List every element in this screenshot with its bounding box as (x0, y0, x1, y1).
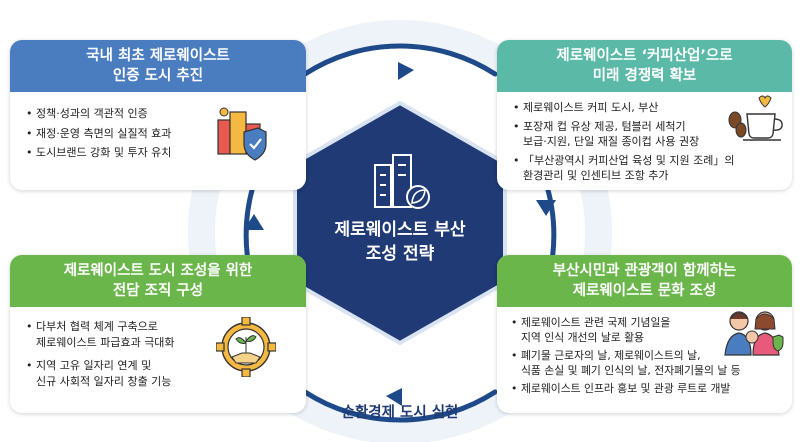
card-title-line2: 전담 조직 구성 (112, 283, 204, 299)
card-coffee-industry: 제로웨이스트 ‘커피산업’으로 미래 경쟁력 확보 제로웨이스트 커피 도시, … (497, 40, 792, 190)
card-header: 제로웨이스트 ‘커피산업’으로 미래 경쟁력 확보 (497, 40, 792, 92)
card-body: 제로웨이스트 커피 도시, 부산 포장재 컵 유상 제공, 텀블러 세척기 보급… (497, 92, 792, 184)
right-arrowhead (536, 200, 556, 216)
center-title: 제로웨이스트 부산 조성 전략 (300, 218, 500, 266)
left-arrowhead (244, 214, 264, 230)
arrowheads (244, 62, 556, 406)
list-item: 포장재 컵 유상 제공, 텀블러 세척기 보급·지원, 단일 재질 종이컵 사용… (513, 119, 784, 150)
card-title-line1: 부산시민과 관광객이 함께하는 (552, 263, 737, 279)
top-arrowhead (398, 62, 414, 80)
card-certification: 국내 최초 제로웨이스트 인증 도시 추진 정책·성과의 객관적 인증 재정·운… (10, 40, 306, 190)
list-item: 재정·운영 측면의 실질적 효과 (26, 126, 296, 142)
bullet-list: 제로웨이스트 커피 도시, 부산 포장재 컵 유상 제공, 텀블러 세척기 보급… (513, 100, 784, 184)
card-title-line2: 미래 경쟁력 확보 (592, 68, 697, 84)
card-title-line2: 인증 도시 추진 (112, 68, 204, 84)
card-title-line2: 제로웨이스트 문화 조성 (572, 283, 717, 299)
bullet-list: 다부처 협력 체계 구축으로 제로웨이스트 파급효과 극대화 지역 고유 일자리… (26, 319, 296, 389)
bottom-arc (302, 389, 498, 423)
card-body: 다부처 협력 체계 구축으로 제로웨이스트 파급효과 극대화 지역 고유 일자리… (10, 307, 306, 389)
center-title-line1: 제로웨이스트 부산 (334, 220, 466, 240)
list-item: 지역 고유 일자리 연계 및 신규 사회적 일자리 창출 기능 (26, 358, 296, 389)
cycle-caption: 순환경제 도시 실현 (341, 405, 459, 421)
list-item: 제로웨이스트 관련 국제 기념일을 지역 인식 개선의 날로 활용 (511, 315, 784, 345)
card-title-line1: 국내 최초 제로웨이스트 (86, 48, 230, 64)
card-title-line1: 제로웨이스트 ‘커피산업’으로 (556, 48, 733, 64)
bottom-arrowhead (386, 388, 402, 406)
center-title-line2: 조성 전략 (365, 244, 435, 264)
list-item: 제로웨이스트 인프라 홍보 및 관광 루트로 개발 (511, 381, 784, 396)
gear-handshake-icon (216, 317, 276, 377)
list-item: 「부산광역시 커피산업 육성 및 지원 조례」의 환경관리 및 인센티브 조항 … (513, 153, 784, 184)
city-shield-icon (217, 107, 267, 161)
card-culture: 부산시민과 관광객이 함께하는 제로웨이스트 문화 조성 제로웨이스트 관련 국… (497, 255, 792, 413)
list-item: 폐기물 근로자의 날, 제로웨이스트의 날, 식품 손실 및 폐기 인식의 날,… (511, 348, 784, 378)
list-item: 제로웨이스트 커피 도시, 부산 (513, 100, 784, 116)
card-header: 부산시민과 관광객이 함께하는 제로웨이스트 문화 조성 (497, 255, 792, 307)
card-header: 국내 최초 제로웨이스트 인증 도시 추진 (10, 40, 306, 92)
bullet-list: 정책·성과의 객관적 인증 재정·운영 측면의 실질적 효과 도시브랜드 강화 … (26, 106, 296, 161)
card-body: 정책·성과의 객관적 인증 재정·운영 측면의 실질적 효과 도시브랜드 강화 … (10, 92, 306, 161)
family-icon (724, 311, 784, 356)
coffee-cup-icon (728, 95, 783, 141)
card-dedicated-organization: 제로웨이스트 도시 조성을 위한 전담 조직 구성 다부처 협력 체계 구축으로… (10, 255, 306, 413)
building-leaf-icon (374, 154, 430, 209)
card-header: 제로웨이스트 도시 조성을 위한 전담 조직 구성 (10, 255, 306, 307)
list-item: 도시브랜드 강화 및 투자 유치 (26, 145, 296, 161)
list-item: 정책·성과의 객관적 인증 (26, 106, 296, 122)
bullet-list: 제로웨이스트 관련 국제 기념일을 지역 인식 개선의 날로 활용 폐기물 근로… (511, 315, 784, 396)
list-item: 다부처 협력 체계 구축으로 제로웨이스트 파급효과 극대화 (26, 319, 296, 350)
card-title-line1: 제로웨이스트 도시 조성을 위한 (63, 263, 253, 279)
top-arc (302, 43, 498, 77)
card-body: 제로웨이스트 관련 국제 기념일을 지역 인식 개선의 날로 활용 폐기물 근로… (497, 307, 792, 396)
